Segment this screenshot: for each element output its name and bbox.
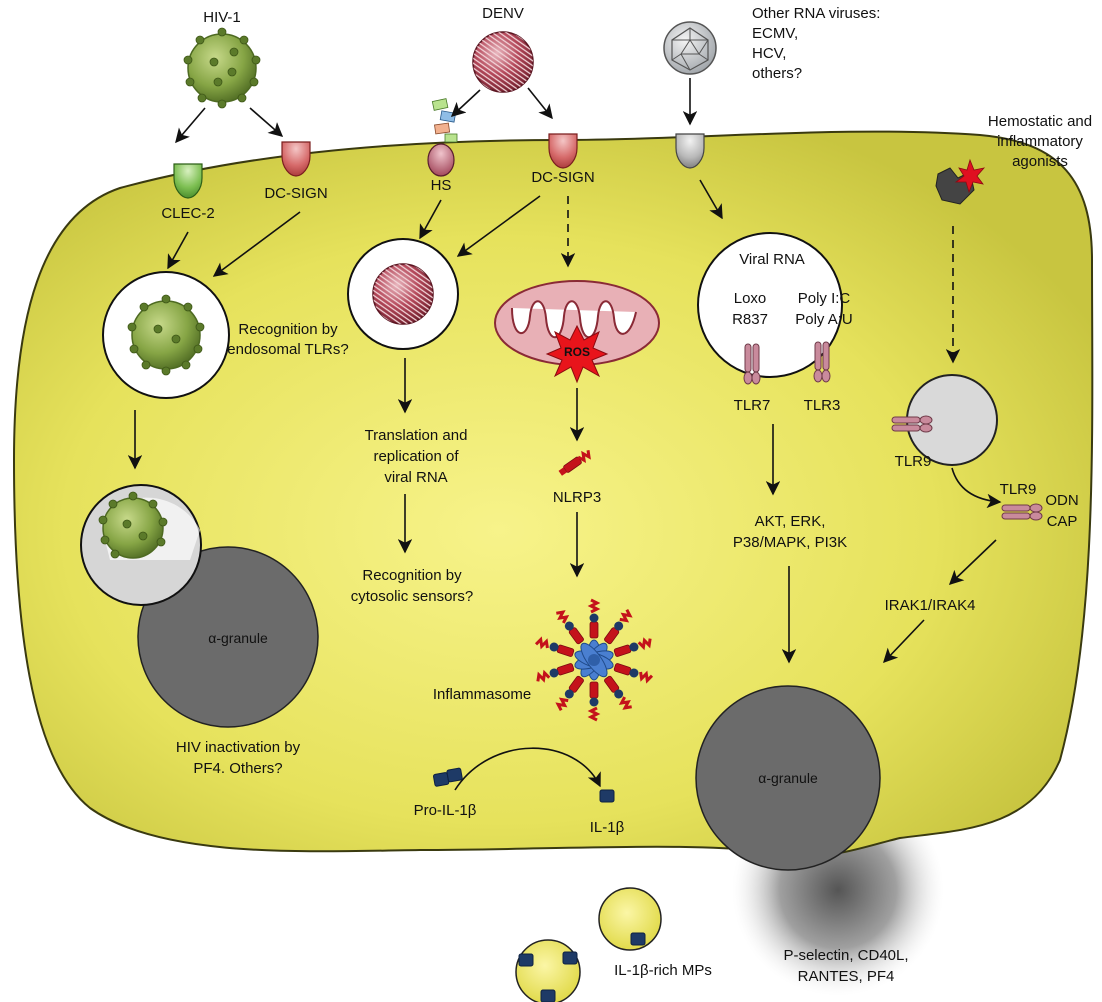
inflammasome-icon [534,598,654,722]
microparticle-right [598,887,662,951]
other-virus-label-4: others? [752,65,802,82]
agonists-label-1: Hemostatic and [988,113,1092,130]
other-virus-label-3: HCV, [752,45,786,62]
arrow-hiv-to-clec2 [175,107,206,144]
other-virus-label-2: ECMV, [752,25,798,42]
denv-label: DENV [482,5,524,22]
dc-sign-hiv-label: DC-SIGN [264,185,327,202]
nlrp3-label: NLRP3 [553,489,601,506]
tlr9-surface-label: TLR9 [1000,481,1037,498]
cytosolic-label-2: cytosolic sensors? [351,588,474,605]
release-label-1: P-selectin, CD40L, [783,947,908,964]
loxo-label: Loxo [734,290,767,307]
agonists-label-3: agonists [1012,153,1068,170]
dc-sign-denv-receptor-icon [548,133,578,169]
dc-sign-denv-label: DC-SIGN [531,169,594,186]
alpha-granule-right-label: α-granule [758,770,818,786]
agonists-label-2: inflammatory [997,133,1083,150]
arrow-denv-to-dcsign [527,87,553,120]
translation-label-2: replication of [373,448,459,465]
denv-virus-endosome [372,263,434,325]
akt-label-2: P38/MAPK, PI3K [733,534,847,551]
release-label-2: RANTES, PF4 [798,968,895,985]
arrow-hs-to-endosome [419,199,442,240]
denv-virus-top [472,31,534,93]
il1b-label: IL-1β [590,819,625,836]
ros-burst-icon [545,324,609,384]
cytosolic-label-1: Recognition by [362,567,462,584]
odn-label: ODN [1045,492,1078,509]
other-virus-label-1: Other RNA viruses: [752,5,880,22]
akt-label-1: AKT, ERK, [755,513,826,530]
hs-receptor [427,98,458,177]
inflammasome-label: Inflammasome [433,686,531,703]
agonist-star-icon [954,158,986,194]
viral-rna-label: Viral RNA [739,251,805,268]
hiv-virus-top [183,27,261,109]
alpha-granule-right [695,685,881,871]
arrow-hiv-to-dcsign [249,107,284,137]
hs-label: HS [431,177,452,194]
arrow-clec2-to-vesicle [167,231,189,270]
arrow-dcsign-to-endosome [456,195,541,257]
endosomal-tlr-label-2: endosomal TLRs? [227,341,348,358]
hiv-inactivation-label-2: PF4. Others? [193,760,282,777]
arrow-dcsign-to-vesicle [212,211,301,277]
clec2-receptor-icon [173,163,203,199]
alpha-granule-left [137,546,319,728]
translation-label-3: viral RNA [384,469,447,486]
other-rna-virus-top [663,21,717,75]
il1b-icon [599,789,615,803]
nlrp3-icon [558,449,591,476]
translation-label-1: Translation and [365,427,468,444]
cap-label: CAP [1047,513,1078,530]
agonist-receptor [935,158,986,205]
tlr7-label: TLR7 [734,397,771,414]
alpha-granule-left-label: α-granule [208,630,268,646]
irak-label: IRAK1/IRAK4 [885,597,976,614]
arrow-denv-to-hs [450,89,481,117]
microparticle-left [515,939,581,1002]
tlr3-label: TLR3 [804,397,841,414]
hiv-virus-fusion [98,491,168,559]
arrow-other-receptor-to-vesicle [699,179,723,220]
clec2-label: CLEC-2 [161,205,214,222]
viral-rna-vesicle [697,232,843,378]
ros-label: ROS [564,345,590,359]
arrow-tlr9-to-surface [951,467,1002,509]
dc-sign-hiv-receptor-icon [281,141,311,177]
arrow-irak-to-granule [883,619,925,664]
tlr9-endosome-label: TLR9 [895,453,932,470]
arrow-pro-il1b-to-il1b [454,747,601,791]
other-virus-receptor-icon [675,133,705,169]
polyic-label: Poly I:C [798,290,851,307]
arrow-tlr9-to-irak [948,539,997,585]
pro-il1b-label: Pro-IL-1β [414,802,477,819]
hiv-inactivation-label-1: HIV inactivation by [176,739,301,756]
polyau-label: Poly A:U [795,311,853,328]
hiv-virus-vesicle [127,294,205,376]
r837-label: R837 [732,311,768,328]
microparticles-label: IL-1β-rich MPs [614,962,712,979]
endosomal-tlr-label-1: Recognition by [238,321,338,338]
mitochondrion-cristae [511,300,637,339]
hiv-label: HIV-1 [203,9,241,26]
